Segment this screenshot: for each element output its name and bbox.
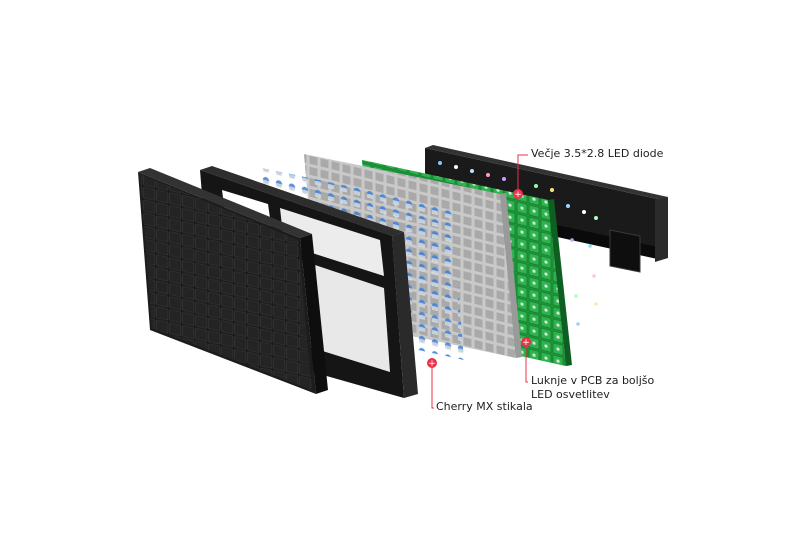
led-layer [438, 161, 600, 334]
callout-label-led: Večje 3.5*2.8 LED diode [531, 147, 664, 160]
plus-glyph: + [522, 338, 530, 348]
callout-label-pcb-line1: Luknje v PCB za boljšo [531, 374, 655, 387]
plus-marker [427, 358, 437, 368]
callout-label-pcb: Luknje v PCB za boljšo LED osvetlitev [531, 374, 654, 402]
callout-label-cherry: Cherry MX stikala [436, 400, 533, 413]
plus-marker [521, 337, 531, 347]
callout-led: + [513, 154, 528, 200]
callout-pcb: + [521, 337, 531, 383]
plus-marker [513, 189, 523, 199]
plus-glyph: + [514, 190, 522, 200]
keycaps-layer [138, 168, 328, 394]
callout-label-pcb-line2: LED osvetlitev [531, 388, 610, 401]
callout-cherry: + [427, 358, 437, 409]
plus-glyph: + [428, 359, 436, 369]
